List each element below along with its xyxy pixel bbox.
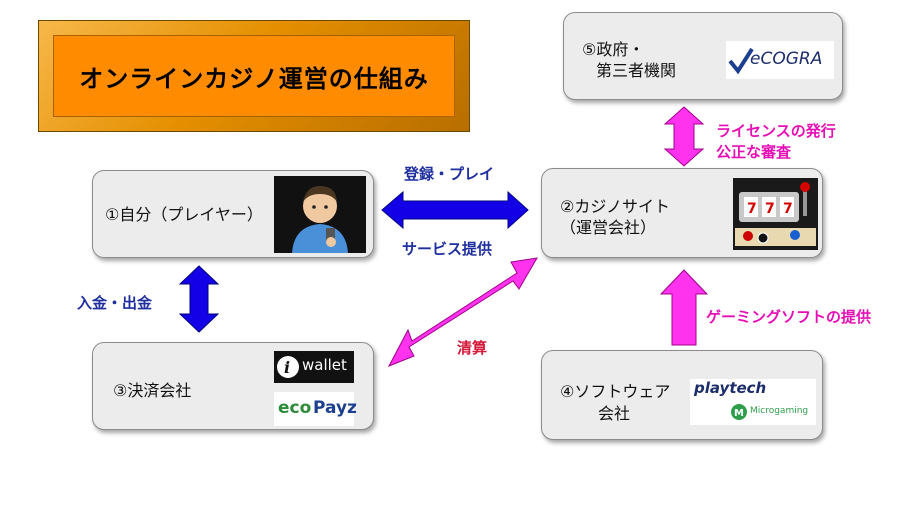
- license-label: ライセンスの発行: [716, 122, 836, 140]
- casino-node: ②カジノサイト （運営会社） 7 7 7: [541, 168, 823, 258]
- deposit-arrow: [178, 265, 220, 333]
- service-label: サービス提供: [402, 240, 493, 258]
- iwallet-icon: i: [277, 356, 299, 378]
- svg-text:7: 7: [747, 201, 757, 217]
- iwallet-text: wallet: [302, 356, 347, 374]
- iwallet-logo: i wallet: [274, 351, 354, 383]
- ecopayz-payz: Payz: [313, 398, 357, 418]
- settlement-label: 清算: [457, 339, 488, 357]
- payment-node: ③決済会社 i wallet eco Payz: [92, 342, 374, 430]
- microgaming-text: Microgaming: [750, 406, 809, 416]
- payment-label: ③決済会社: [113, 381, 192, 400]
- title-inner: オンラインカジノ運営の仕組み: [53, 35, 455, 117]
- person-with-phone-icon: [292, 186, 348, 253]
- casino-sublabel: （運営会社）: [560, 218, 657, 237]
- ecopayz-logo: eco Payz: [274, 392, 357, 426]
- svg-text:7: 7: [783, 201, 793, 217]
- page-title: オンラインカジノ運営の仕組み: [79, 64, 429, 93]
- license-arrow: [663, 106, 705, 167]
- register-arrow: [381, 190, 529, 230]
- government-sublabel: 第三者機関: [596, 61, 677, 80]
- settlement-arrow: [387, 257, 538, 367]
- microgaming-icon: M: [731, 404, 747, 420]
- player-label: ①自分（プレイヤー）: [105, 205, 263, 224]
- slot-machine-icon: 7 7 7: [735, 182, 816, 246]
- government-node: ⑤政府・ 第三者機関 eCOGRA: [563, 12, 843, 100]
- player-node: ①自分（プレイヤー）: [92, 170, 374, 258]
- svg-text:M: M: [734, 408, 744, 419]
- software-sublabel: 会社: [598, 404, 631, 423]
- government-label: ⑤政府・: [582, 40, 645, 59]
- fair-review-label: 公正な審査: [716, 143, 792, 161]
- software-arrow: [659, 269, 709, 346]
- svg-text:i: i: [284, 358, 290, 377]
- title-banner: オンラインカジノ運営の仕組み: [38, 20, 470, 132]
- ecopayz-eco: eco: [278, 398, 312, 418]
- software-node: ④ソフトウェア 会社 playtech M Microgaming: [541, 350, 823, 440]
- playtech-text: playtech: [694, 379, 767, 397]
- ecogra-logo: eCOGRA: [726, 41, 834, 79]
- software-logos: playtech M Microgaming: [690, 379, 816, 425]
- casino-illustration: 7 7 7: [733, 178, 818, 250]
- deposit-withdraw-label: 入金・出金: [77, 294, 153, 312]
- register-play-label: 登録・プレイ: [404, 165, 495, 183]
- player-illustration: [274, 176, 366, 253]
- checkmark-icon: [728, 47, 754, 75]
- gaming-software-label: ゲーミングソフトの提供: [706, 308, 872, 326]
- svg-text:7: 7: [765, 201, 775, 217]
- software-label: ④ソフトウェア: [560, 382, 671, 401]
- casino-label: ②カジノサイト: [560, 197, 671, 216]
- ecogra-text: eCOGRA: [750, 49, 823, 69]
